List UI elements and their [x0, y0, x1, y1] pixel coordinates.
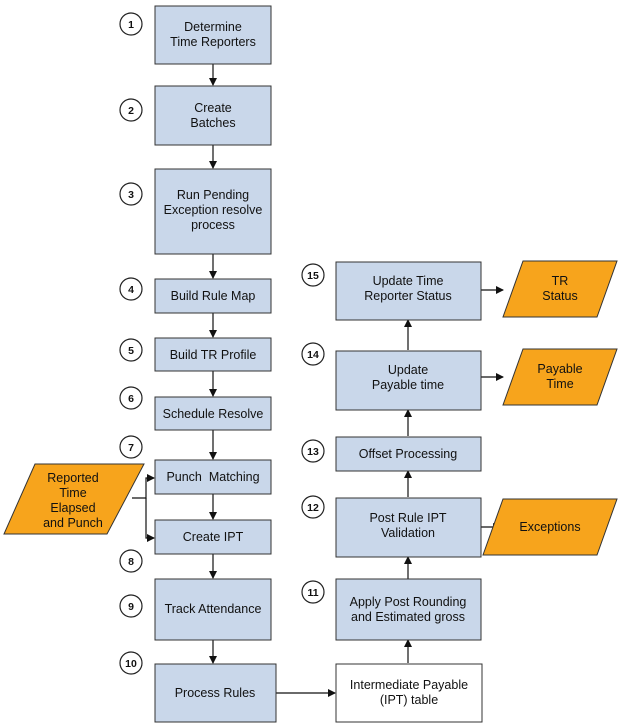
- svg-text:3: 3: [128, 189, 134, 201]
- step-number-13: 13: [301, 439, 325, 463]
- svg-text:15: 15: [307, 270, 319, 282]
- step-number-3: 3: [119, 182, 143, 206]
- output-exceptions-label: Exceptions: [519, 520, 580, 534]
- svg-text:5: 5: [128, 345, 134, 357]
- step-box-13: Offset Processing: [335, 436, 482, 472]
- step-label-8: Create IPT: [183, 530, 244, 544]
- step-number-7: 7: [119, 435, 143, 459]
- arrow-input-7: [132, 474, 155, 499]
- step-number-4: 4: [119, 277, 143, 301]
- svg-text:1: 1: [128, 19, 134, 31]
- svg-text:11: 11: [307, 587, 318, 599]
- svg-text:13: 13: [307, 446, 319, 458]
- step-label-13: Offset Processing: [359, 447, 457, 461]
- step-label-10: Process Rules: [175, 686, 256, 700]
- svg-text:6: 6: [128, 393, 134, 405]
- step-number-9: 9: [119, 594, 143, 618]
- step-number-2: 2: [119, 98, 143, 122]
- step-label-6: Schedule Resolve: [163, 407, 264, 421]
- step-number-14: 14: [301, 342, 325, 366]
- step-number-6: 6: [119, 386, 143, 410]
- svg-text:7: 7: [128, 442, 134, 454]
- svg-text:12: 12: [307, 502, 319, 514]
- step-box-6: Schedule Resolve: [154, 396, 272, 431]
- step-number-11: 11: [301, 580, 325, 604]
- step-label-7: Punch Matching: [166, 470, 259, 484]
- svg-text:2: 2: [128, 105, 134, 117]
- step-number-8: 8: [119, 549, 143, 573]
- step-label-4: Build Rule Map: [171, 289, 256, 303]
- ipt-table-box: Intermediate Payable(IPT) table: [335, 663, 483, 723]
- svg-text:8: 8: [128, 556, 134, 568]
- step-label-9: Track Attendance: [165, 602, 262, 616]
- step-number-10: 10: [119, 651, 143, 675]
- step-box-8: Create IPT: [154, 519, 272, 555]
- step-box-5: Build TR Profile: [154, 337, 272, 372]
- output-exceptions: Exceptions: [482, 498, 618, 556]
- step-number-5: 5: [119, 338, 143, 362]
- connectors: [132, 64, 504, 697]
- arrow-input-8: [145, 498, 155, 542]
- svg-text:9: 9: [128, 601, 134, 613]
- step-number-12: 12: [301, 495, 325, 519]
- ipt-table-label: Intermediate Payable(IPT) table: [350, 678, 468, 707]
- step-box-9: Track Attendance: [154, 578, 272, 641]
- svg-text:10: 10: [125, 658, 137, 670]
- step-label-5: Build TR Profile: [170, 348, 257, 362]
- step-number-15: 15: [301, 263, 325, 287]
- step-box-4: Build Rule Map: [154, 278, 272, 314]
- svg-text:4: 4: [128, 284, 134, 296]
- svg-text:14: 14: [307, 349, 319, 361]
- step-number-1: 1: [119, 12, 143, 36]
- step-box-7: Punch Matching: [154, 459, 272, 495]
- step-box-10: Process Rules: [154, 663, 277, 723]
